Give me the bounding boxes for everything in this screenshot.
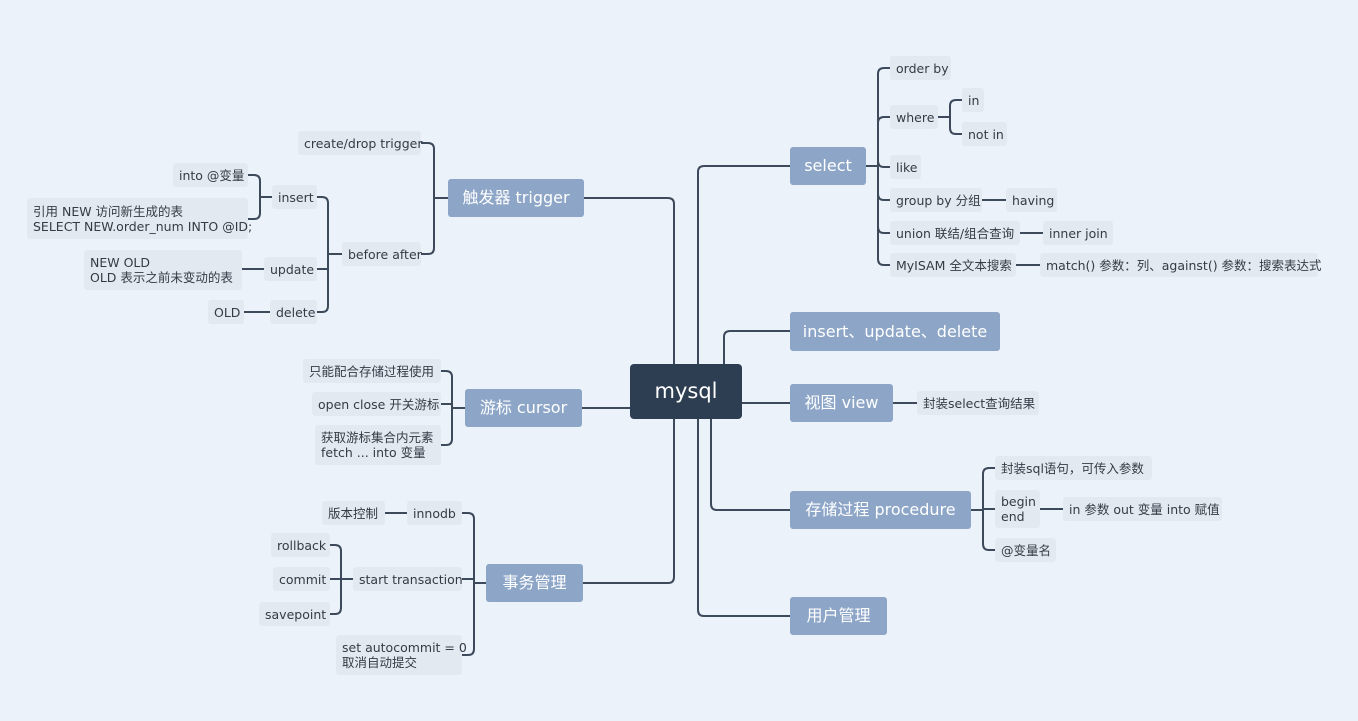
only-procedure-node[interactable]: 只能配合存储过程使用	[303, 359, 441, 383]
cursor-node[interactable]: 游标 cursor	[465, 389, 582, 427]
like-node[interactable]: like	[890, 155, 921, 179]
edge-root-trigger	[582, 197, 675, 364]
edge-root-transaction	[582, 419, 675, 584]
old-node[interactable]: OLD	[208, 300, 244, 324]
edge-root-user	[697, 419, 790, 617]
trigger-node[interactable]: 触发器 trigger	[448, 179, 584, 217]
where-node[interactable]: where	[890, 105, 938, 129]
user-management-node[interactable]: 用户管理	[790, 597, 887, 635]
into-var-node[interactable]: into @变量	[173, 163, 248, 187]
inner-join-node[interactable]: inner join	[1043, 221, 1113, 245]
edge-cursor-children	[441, 370, 465, 446]
transaction-node[interactable]: 事务管理	[486, 564, 583, 602]
edge-trigger-children	[421, 142, 448, 255]
edge-where-children	[938, 99, 962, 135]
edge-insert-children	[248, 174, 272, 220]
edge-start-children	[330, 544, 353, 615]
trigger-delete-node[interactable]: delete	[270, 300, 317, 324]
edge-root-iud	[723, 330, 790, 364]
union-node[interactable]: union 联结/组合查询	[890, 221, 1020, 245]
having-node[interactable]: having	[1006, 188, 1057, 212]
open-close-node[interactable]: open close 开关游标	[312, 392, 441, 416]
commit-node[interactable]: commit	[273, 567, 330, 591]
version-control-node[interactable]: 版本控制	[322, 501, 385, 525]
in-node[interactable]: in	[962, 88, 984, 112]
view-node[interactable]: 视图 view	[790, 384, 893, 422]
procedure-params-node[interactable]: in 参数 out 变量 into 赋值	[1063, 497, 1222, 521]
edge-root-select	[697, 165, 790, 364]
trigger-insert-node[interactable]: insert	[272, 185, 317, 209]
not-in-node[interactable]: not in	[962, 122, 1007, 146]
edge-procedure-children	[971, 467, 995, 551]
match-node[interactable]: match() 参数：列、against() 参数：搜索表达式	[1040, 253, 1322, 277]
begin-end-node[interactable]: begin end	[995, 490, 1040, 528]
trigger-update-node[interactable]: update	[264, 257, 317, 281]
edge-select-children	[866, 67, 890, 266]
procedure-wrap-node[interactable]: 封装sql语句，可传入参数	[995, 456, 1152, 480]
new-old-node[interactable]: NEW OLD OLD 表示之前未变动的表	[84, 250, 242, 290]
create-drop-trigger-node[interactable]: create/drop trigger	[298, 131, 422, 155]
savepoint-node[interactable]: savepoint	[259, 602, 330, 626]
procedure-node[interactable]: 存储过程 procedure	[790, 491, 971, 529]
myisam-node[interactable]: MyISAM 全文本搜索	[890, 253, 1016, 277]
select-node[interactable]: select	[790, 147, 866, 185]
group-by-node[interactable]: group by 分组	[890, 188, 982, 212]
new-ref-node[interactable]: 引用 NEW 访问新生成的表 SELECT NEW.order_num INTO…	[27, 198, 252, 239]
rollback-node[interactable]: rollback	[271, 533, 330, 557]
start-transaction-node[interactable]: start transaction	[353, 567, 463, 591]
root-node[interactable]: mysql	[630, 364, 742, 419]
insert-update-delete-node[interactable]: insert、update、delete	[790, 312, 1000, 351]
variable-name-node[interactable]: @变量名	[995, 538, 1056, 562]
view-desc-node[interactable]: 封装select查询结果	[917, 391, 1039, 415]
edge-root-procedure	[710, 419, 790, 511]
edge-beforeafter-children	[317, 196, 342, 313]
autocommit-node[interactable]: set autocommit = 0 取消自动提交	[336, 635, 467, 675]
fetch-node[interactable]: 获取游标集合内元素 fetch ... into 变量	[315, 425, 441, 465]
edge-transaction-children	[462, 512, 486, 656]
order-by-node[interactable]: order by	[890, 56, 951, 80]
innodb-node[interactable]: innodb	[407, 501, 462, 525]
before-after-node[interactable]: before after	[342, 242, 422, 266]
